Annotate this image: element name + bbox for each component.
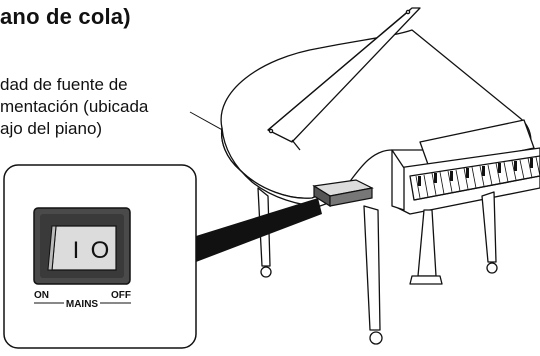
zoom-wedge <box>196 198 322 262</box>
callout-line-2: mentación (ubicada <box>0 97 149 116</box>
mains-switch: I O <box>33 207 131 285</box>
on-label: ON <box>34 290 49 301</box>
power-unit-callout: dad de fuente de mentación (ubicada ajo … <box>0 74 148 140</box>
off-label: OFF <box>111 290 131 301</box>
callout-line-1: dad de fuente de <box>0 75 128 94</box>
piano-leg-right <box>481 191 497 263</box>
power-unit <box>312 179 374 208</box>
music-desk <box>419 119 535 171</box>
piano-leg-front <box>363 205 381 331</box>
switch-on-symbol: I <box>73 237 80 264</box>
grand-piano <box>220 7 540 345</box>
mains-label: MAINS <box>66 299 99 310</box>
diagram-title: ano de cola) <box>0 4 131 29</box>
pedal-lyre <box>417 209 437 277</box>
piano-keys <box>409 155 540 201</box>
black-keys <box>418 158 533 186</box>
callout-line-3: ajo del piano) <box>0 119 103 138</box>
switch-off-symbol: O <box>91 237 110 264</box>
